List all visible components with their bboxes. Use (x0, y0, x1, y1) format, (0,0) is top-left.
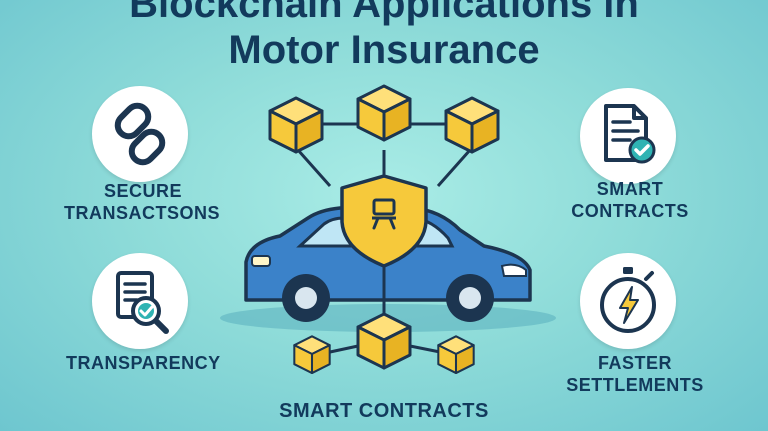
page-title: Blockchain Applications in (129, 0, 639, 26)
blockchain-cube-icon (437, 335, 475, 375)
transparency-label: TRANSPARENCY (66, 353, 221, 373)
center-caption: SMART CONTRACTS (279, 400, 489, 422)
chain-link-icon (114, 102, 166, 166)
secure-label-line1: SECURE (104, 181, 183, 201)
smart-contracts-label: SMART CONTRACTS (568, 178, 692, 222)
blockchain-cube-icon (293, 335, 331, 375)
secure-label-line2: TRANSACTSONS (64, 203, 221, 223)
contract-check-icon (604, 104, 656, 164)
transparency-badge (92, 253, 188, 349)
blockchain-cube-icon (356, 84, 412, 142)
faster-label-line1: FASTER (597, 353, 672, 373)
document-magnifier-icon (116, 271, 169, 334)
faster-settlements-label: FASTER SETTLEMENTS (566, 352, 704, 396)
secure-label: SECURE TRANSACTSONS (64, 180, 220, 224)
smart-contracts-label-line2: CONTRACTS (571, 201, 689, 221)
smart-contracts-badge (580, 88, 676, 184)
blockchain-cube-icon (444, 96, 500, 154)
blockchain-cube-icon (268, 96, 324, 154)
network-connectors-bottom (329, 344, 441, 354)
smart-contracts-label-line1: SMART (596, 179, 664, 199)
shield-icon (340, 174, 428, 268)
faster-settlements-badge (580, 253, 676, 349)
secure-transactions-badge (92, 86, 188, 182)
faster-label-line2: SETTLEMENTS (566, 375, 704, 395)
blockchain-cube-icon (356, 312, 412, 370)
stopwatch-lightning-icon (600, 267, 656, 333)
network-connectors-top (296, 122, 472, 187)
page-subtitle: Motor Insurance (228, 28, 540, 72)
